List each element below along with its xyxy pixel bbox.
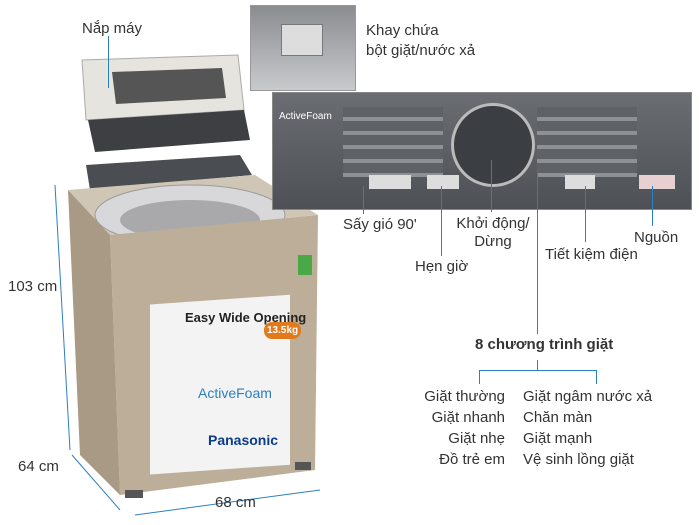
power-label: Nguồn bbox=[634, 229, 679, 246]
capacity-badge: 13.5kg bbox=[264, 322, 302, 339]
start-label-line1: Khởi động/ bbox=[456, 215, 530, 232]
timer-leader-line bbox=[441, 186, 442, 256]
programs-right-list: Giặt ngâm nước xả Chăn màn Giặt mạnh Vệ … bbox=[523, 386, 652, 470]
program-item: Giặt mạnh bbox=[523, 430, 593, 447]
dial bbox=[451, 103, 535, 187]
dry-leader-line bbox=[363, 186, 364, 214]
tray-label-1: Khay chứa bbox=[366, 22, 439, 39]
width-dimension-line bbox=[134, 489, 321, 516]
lid-leader-line bbox=[108, 36, 109, 88]
program-item: Giặt thường bbox=[424, 388, 505, 405]
program-item: Đồ trẻ em bbox=[439, 451, 505, 468]
programs-title: 8 chương trình giặt bbox=[475, 336, 614, 353]
program-item: Chăn màn bbox=[523, 409, 593, 426]
depth-dimension-line bbox=[71, 454, 121, 511]
programs-leader-line bbox=[537, 170, 538, 334]
lid-label: Nắp máy bbox=[82, 20, 143, 37]
power-leader-line bbox=[652, 186, 653, 226]
brand-logo: Panasonic bbox=[208, 432, 279, 448]
width-dimension: 68 cm bbox=[215, 494, 256, 511]
height-dimension: 103 cm bbox=[8, 278, 58, 295]
program-item: Giặt nhẹ bbox=[448, 430, 505, 447]
start-leader-line bbox=[491, 160, 492, 212]
programs-bracket bbox=[479, 370, 596, 371]
timer-label: Hẹn giờ bbox=[415, 258, 469, 275]
product-feature-text: Easy Wide Opening bbox=[185, 310, 307, 325]
detergent-tray-photo bbox=[250, 5, 356, 91]
depth-dimension: 64 cm bbox=[18, 458, 59, 475]
programs-left-list: Giặt thường Giặt nhanh Giặt nhẹ Đồ trẻ e… bbox=[424, 386, 505, 470]
dry-label: Sấy gió 90' bbox=[343, 216, 417, 233]
control-panel-photo: ActiveFoam bbox=[272, 92, 692, 210]
panel-logo: ActiveFoam bbox=[279, 111, 332, 122]
start-label-line2: Dừng bbox=[474, 233, 512, 250]
program-item: Giặt nhanh bbox=[431, 409, 505, 426]
start-label: Khởi động/ Dừng bbox=[455, 215, 531, 251]
program-item: Vệ sinh lồng giặt bbox=[523, 451, 634, 468]
program-item: Giặt ngâm nước xả bbox=[523, 388, 653, 405]
tray-label-2: bột giặt/nước xả bbox=[366, 42, 476, 59]
eco-leader-line bbox=[585, 186, 586, 242]
product-technology-text: ActiveFoam bbox=[198, 385, 272, 401]
height-dimension-line bbox=[54, 184, 71, 451]
eco-label: Tiết kiệm điện bbox=[545, 246, 638, 263]
control-strip bbox=[86, 155, 252, 190]
